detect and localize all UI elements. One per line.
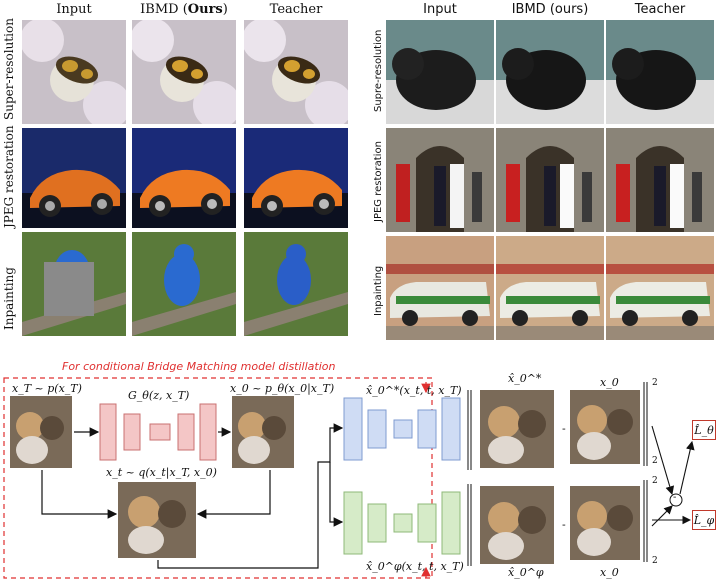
bee-teacher-image <box>244 20 348 124</box>
exponent-top-1: 2 <box>652 378 658 388</box>
label-generator: G_θ(z, x_T) <box>128 389 190 402</box>
exponent-top-2: 2 <box>652 456 658 466</box>
wedding-teacher-image <box>606 128 714 232</box>
teddy-xT-image <box>10 396 72 468</box>
van-input-image <box>386 236 494 340</box>
label-teacher-star: x̂_0^*(x_t, t, x_T) <box>366 384 462 397</box>
right-col-header-input: Input <box>423 2 457 17</box>
generator-network <box>99 403 217 461</box>
label-xt: x_t ~ q(x_t|x_T, x_0) <box>106 466 217 479</box>
car-input-image <box>22 128 126 228</box>
label-x0-top: x_0 <box>600 376 619 389</box>
left-col-header-input: Input <box>56 2 92 17</box>
car-teacher-image <box>244 128 348 228</box>
bee-ibmd-image <box>132 20 236 124</box>
bee-input-image <box>22 20 126 124</box>
combine-node <box>669 493 683 507</box>
right-col-header-ibmd: IBMD (ours) <box>511 2 589 17</box>
label-output-phi: x̂_0^φ <box>508 566 544 579</box>
teddy-x0-top-image <box>570 390 640 464</box>
wedding-input-image <box>386 128 494 232</box>
van-teacher-image <box>606 236 714 340</box>
left-col-header-ibmd: IBMD (Ours) <box>140 2 228 17</box>
left-col-header-teacher: Teacher <box>269 2 323 17</box>
label-xT: x_T ~ p(x_T) <box>12 382 82 395</box>
exponent-bottom-2: 2 <box>652 556 658 566</box>
label-x0-bottom: x_0 <box>600 566 619 579</box>
student-network <box>343 491 461 555</box>
bird-teacher-image <box>244 232 348 336</box>
bird-input-image <box>22 232 126 336</box>
teddy-x0-image <box>232 396 294 468</box>
dashed-distillation-region <box>3 377 433 579</box>
teddy-x0-bottom-image <box>570 486 640 560</box>
exponent-bottom-1: 2 <box>652 476 658 486</box>
wedding-ibmd-image <box>496 128 604 232</box>
teddy-student-output-image <box>480 486 554 564</box>
teacher-network <box>343 397 461 461</box>
right-col-header-teacher: Teacher <box>634 2 686 17</box>
car-ibmd-image <box>132 128 236 228</box>
dashed-region-note: For conditional Bridge Matching model di… <box>62 360 336 373</box>
dog-ibmd-image <box>496 20 604 124</box>
label-output-star: x̂_0^* <box>508 372 542 385</box>
loss-theta-box: L̂_θ <box>692 420 716 440</box>
loss-phi-box: L̂_φ <box>692 510 716 530</box>
bird-ibmd-image <box>132 232 236 336</box>
label-x0-posterior: x_0 ~ p_θ(x_0|x_T) <box>230 382 335 395</box>
label-student-phi: x̂_0^φ(x_t, t, x_T) <box>366 560 464 573</box>
combine-node-symbol: - <box>673 492 677 503</box>
dog-input-image <box>386 20 494 124</box>
van-ibmd-image <box>496 236 604 340</box>
teddy-teacher-output-image <box>480 390 554 468</box>
minus-bottom: - <box>562 518 566 531</box>
minus-top: - <box>562 422 566 435</box>
dog-teacher-image <box>606 20 714 124</box>
teddy-xt-image <box>118 482 196 558</box>
